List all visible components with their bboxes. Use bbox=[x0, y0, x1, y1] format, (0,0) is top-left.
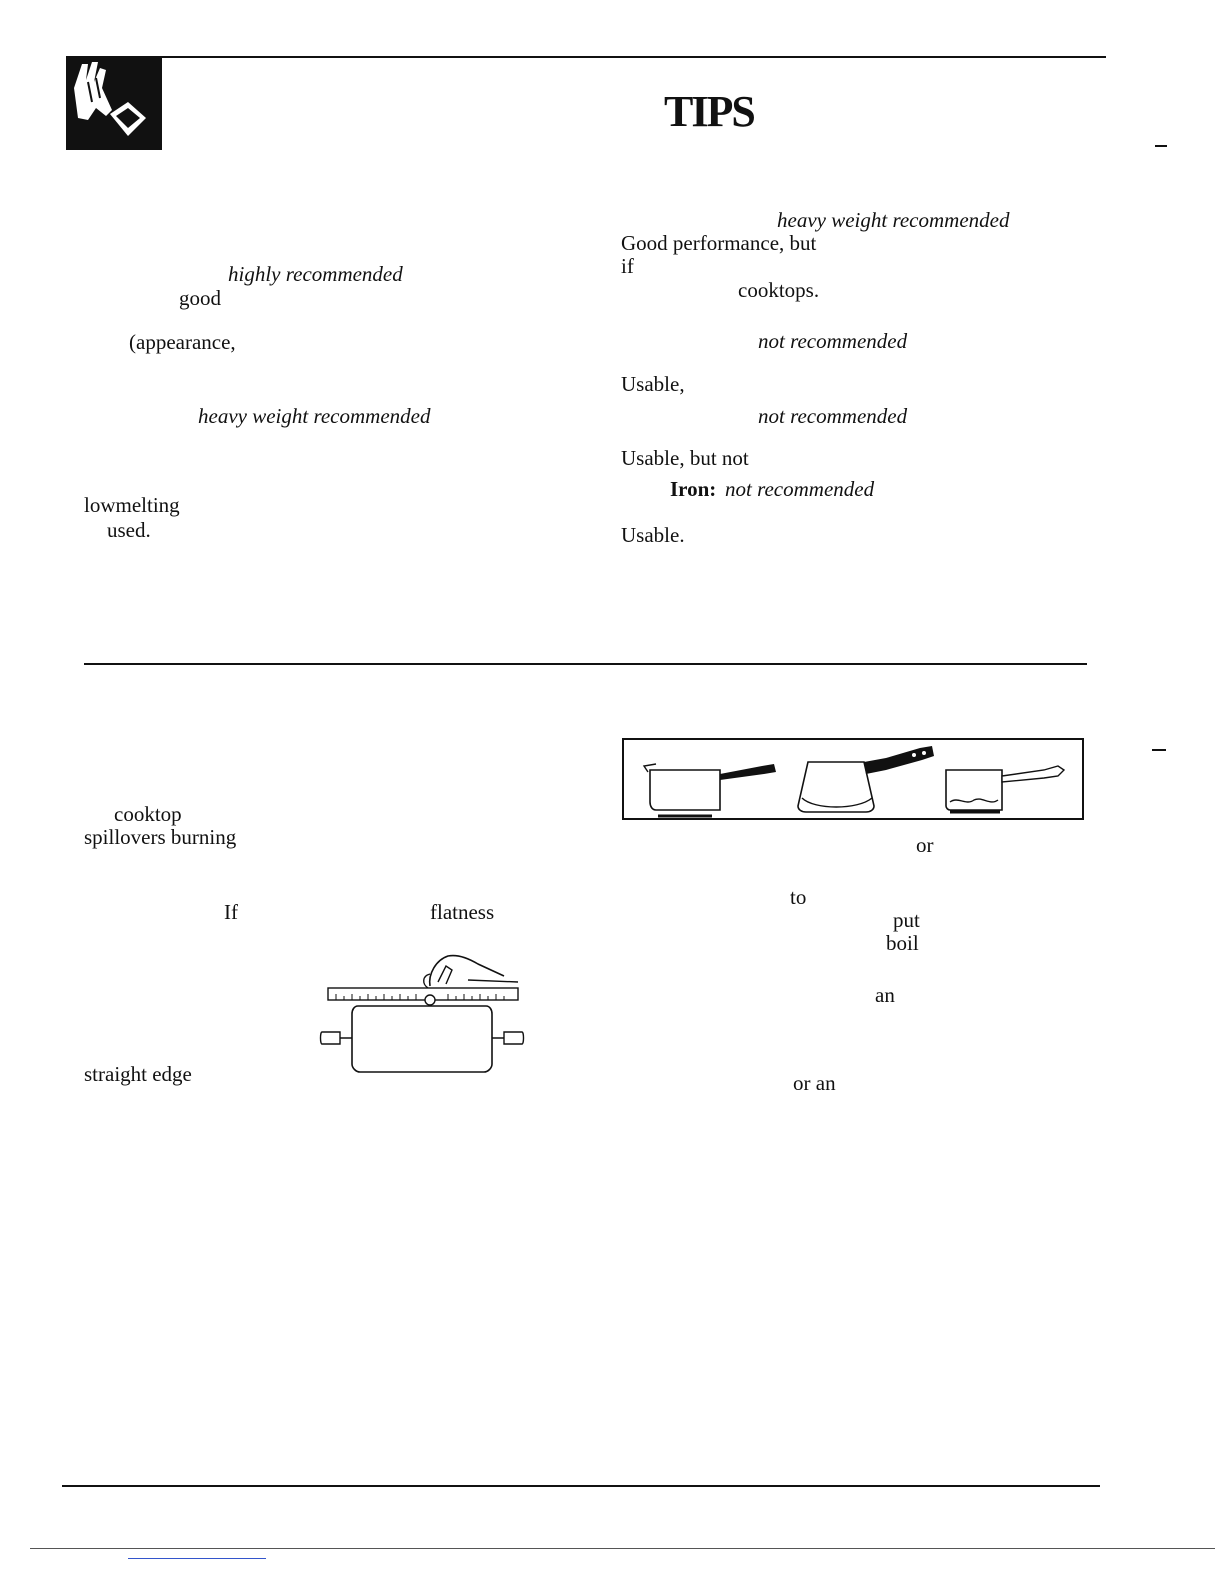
right-text-6: Usable, bbox=[621, 372, 685, 396]
right-bottom-text-3: put bbox=[893, 908, 920, 932]
page-title: TIPS bbox=[664, 87, 756, 136]
right-text-5: not recommended bbox=[758, 329, 908, 353]
right-text-10: not recommended bbox=[725, 477, 875, 501]
pan-flatness-illustration bbox=[318, 948, 530, 1076]
left-text-4: heavy weight recommended bbox=[198, 404, 431, 428]
bottom-rule bbox=[62, 1485, 1100, 1487]
left-text-3: (appearance, bbox=[129, 330, 236, 354]
right-text-1: heavy weight recommended bbox=[777, 208, 1010, 232]
left-bottom-text-5: straight edge bbox=[84, 1062, 192, 1086]
right-text-9: Iron: bbox=[670, 477, 717, 501]
right-text-2: Good performance, but bbox=[621, 231, 817, 255]
right-text-8: Usable, but not bbox=[621, 446, 749, 470]
left-bottom-text-3: If bbox=[224, 900, 238, 924]
right-bottom-text-2: to bbox=[790, 885, 807, 909]
right-text-4: cooktops. bbox=[738, 278, 820, 302]
pans-illustration-box bbox=[622, 738, 1084, 820]
right-text-7: not recommended bbox=[758, 404, 908, 428]
left-text-5: lowmelting bbox=[84, 493, 180, 517]
hand-logo bbox=[66, 58, 162, 150]
hand-pointing-icon bbox=[74, 62, 146, 136]
right-text-3: if bbox=[621, 254, 634, 278]
left-text-1: highly recommended bbox=[228, 262, 403, 286]
left-text-6: used. bbox=[107, 518, 151, 542]
footer-link-underline bbox=[128, 1558, 266, 1559]
right-text-11: Usable. bbox=[621, 523, 685, 547]
left-text-2: good bbox=[179, 286, 221, 310]
top-rule bbox=[66, 56, 1106, 58]
footer-line bbox=[30, 1548, 1215, 1549]
section-divider bbox=[84, 663, 1087, 665]
left-bottom-text-2: spillovers burning bbox=[84, 825, 237, 849]
right-bottom-text-5: an bbox=[875, 983, 895, 1007]
right-bottom-text-4: boil bbox=[886, 931, 919, 955]
right-bottom-text-1: or bbox=[916, 833, 934, 857]
right-bottom-text-6: or an bbox=[793, 1071, 836, 1095]
left-bottom-text-4: flatness bbox=[430, 900, 495, 924]
left-bottom-text-1: cooktop bbox=[114, 802, 182, 826]
margin-mark-2 bbox=[1152, 749, 1166, 751]
margin-mark-1 bbox=[1155, 145, 1167, 147]
